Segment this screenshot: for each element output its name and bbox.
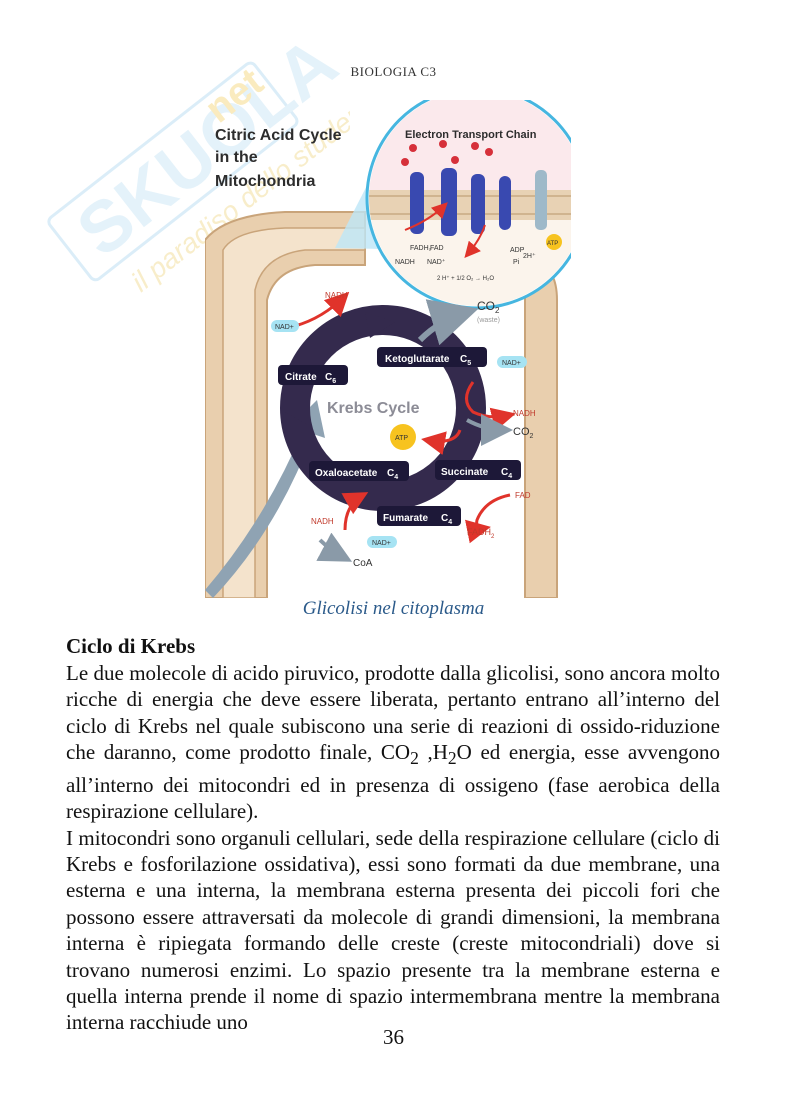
nad-top-badge bbox=[271, 320, 299, 332]
figure-title-line1: Citric Acid Cycle bbox=[215, 127, 342, 144]
nadh-bottom-arrow bbox=[341, 492, 369, 531]
krebs-cycle-figure: Citric Acid Cycle in the Mitochondria bbox=[205, 100, 571, 598]
co2-top-label: CO2 bbox=[477, 299, 500, 315]
atp-synthase bbox=[535, 170, 547, 230]
nad-bottom-badge bbox=[367, 536, 397, 548]
atp-arrow bbox=[421, 429, 462, 455]
etc-fadh2: FADH₂ bbox=[410, 245, 432, 252]
figure-title-line2: in the bbox=[215, 149, 258, 166]
svg-text:Succinate: Succinate bbox=[441, 467, 489, 478]
etc-fad: FAD bbox=[430, 245, 444, 252]
paragraph-2: I mitocondri sono organuli cellulari, se… bbox=[66, 825, 720, 1035]
etc-nadh: NADH bbox=[395, 259, 415, 266]
etc-adp: ADP bbox=[510, 247, 525, 254]
electron-transport-chain-zoom: Electron Transport Chain FADH₂ FAD NADH … bbox=[365, 100, 571, 310]
inner-membrane-right bbox=[524, 258, 558, 598]
molecule-oxaloacetate: Oxaloacetate C4 bbox=[309, 461, 409, 481]
svg-text:C5: C5 bbox=[460, 354, 471, 367]
figure-caption: Glicolisi nel citoplasma bbox=[302, 598, 485, 619]
etc-complex-4 bbox=[499, 176, 511, 230]
section-body: Le due molecole di acido piruvico, prodo… bbox=[66, 660, 720, 1036]
svg-text:Oxaloacetate: Oxaloacetate bbox=[315, 468, 378, 479]
nad-right-badge bbox=[497, 356, 527, 368]
svg-text:C6: C6 bbox=[325, 372, 336, 385]
figure-title-line3: Mitochondria bbox=[215, 173, 316, 190]
page-number: 36 bbox=[383, 1025, 404, 1049]
running-header: BIOLOGIA C3 bbox=[350, 64, 437, 79]
svg-text:Citrate: Citrate bbox=[285, 372, 317, 383]
nadh-top-label: NADH bbox=[325, 291, 348, 300]
paragraph-1: Le due molecole di acido piruvico, prodo… bbox=[66, 661, 720, 824]
etc-2h: 2H⁺ bbox=[523, 252, 536, 260]
co2-right-arrow bbox=[466, 413, 513, 446]
svg-text:C4: C4 bbox=[501, 467, 512, 480]
fad-label: FAD bbox=[515, 491, 531, 500]
nadh-bottom-label: NADH bbox=[311, 517, 334, 526]
nad-top-label: NAD+ bbox=[275, 324, 294, 331]
nadh-right-label: NADH bbox=[513, 409, 536, 418]
atp-label: ATP bbox=[395, 435, 408, 442]
nad-bottom-label: NAD+ bbox=[372, 540, 391, 547]
nadh-top-arrow bbox=[294, 291, 350, 328]
etc-pi: Pi bbox=[513, 259, 520, 266]
etc-atp-badge bbox=[546, 234, 562, 250]
etc-water: 2 H⁺ + 1/2 O₂ → H₂O bbox=[437, 275, 494, 282]
molecule-ketoglutarate: Ketoglutarate C5 bbox=[377, 347, 487, 367]
coa-arrow bbox=[316, 532, 353, 562]
etc-complex-3 bbox=[471, 174, 485, 234]
etc-nad: NAD⁺ bbox=[427, 258, 446, 266]
proton-dots bbox=[401, 140, 493, 166]
svg-text:C4: C4 bbox=[387, 468, 398, 481]
co2-top-arrow bbox=[417, 299, 479, 346]
fadh2-arrow bbox=[464, 493, 511, 544]
svg-text:Ketoglutarate: Ketoglutarate bbox=[385, 354, 450, 365]
krebs-cycle-center-label: Krebs Cycle bbox=[327, 400, 420, 417]
section-title: Ciclo di Krebs bbox=[66, 634, 196, 658]
nad-right-label: NAD+ bbox=[502, 360, 521, 367]
svg-text:Fumarate: Fumarate bbox=[383, 513, 428, 524]
etc-title: Electron Transport Chain bbox=[405, 129, 537, 141]
svg-text:C4: C4 bbox=[441, 513, 452, 526]
molecule-citrate: Citrate C6 bbox=[278, 365, 348, 385]
co2-top-note: (waste) bbox=[477, 317, 500, 324]
molecule-succinate: Succinate C4 bbox=[435, 460, 521, 480]
etc-atp: ATP bbox=[547, 241, 558, 247]
fadh2-label: FADH2 bbox=[467, 527, 495, 540]
etc-complex-1 bbox=[410, 172, 424, 234]
coa-label: CoA bbox=[353, 558, 373, 569]
etc-complex-2 bbox=[441, 168, 457, 236]
atp-badge bbox=[390, 424, 416, 450]
molecule-fumarate: Fumarate C4 bbox=[377, 506, 461, 526]
co2-right-label: CO2 bbox=[513, 426, 534, 440]
